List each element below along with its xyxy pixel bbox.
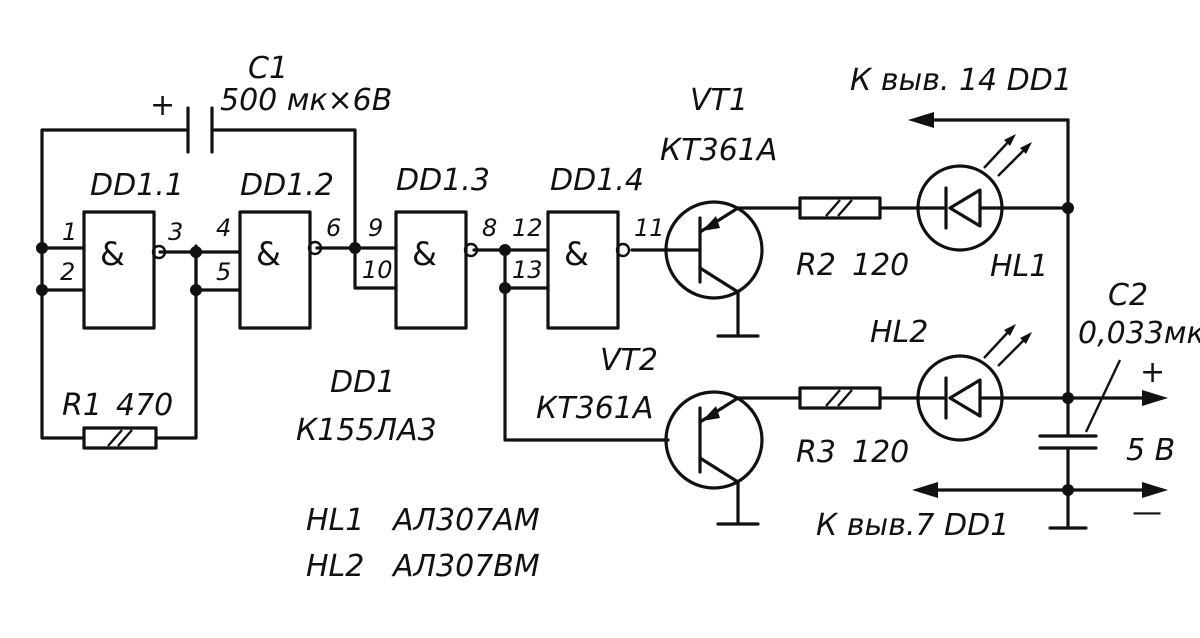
led-list-line-2: HL2 АЛ307ВМ: [306, 549, 540, 584]
label-pin14: К выв. 14 DD1: [850, 63, 1072, 98]
capacitor-c1: + C1 500 мк×6В: [150, 51, 392, 154]
c1-value: 500 мк×6В: [220, 83, 392, 118]
dd1-chip-label: DD1 К155ЛА3: [296, 365, 437, 448]
r3-ref: R3: [796, 435, 836, 470]
c2-ref: C2: [1108, 278, 1148, 313]
gate-dd1-3-symbol: &: [412, 235, 437, 273]
gate-dd1-3-pin-a: 9: [368, 214, 383, 242]
vt2-ref: VT2: [600, 343, 658, 378]
gate-dd1-3-pin-out: 8: [482, 214, 497, 242]
gate-dd1-4-symbol: &: [564, 235, 589, 273]
gate-dd1-4-pin-b: 13: [512, 256, 543, 284]
gate-dd1-3: & DD1.3 9 10 8: [362, 163, 497, 330]
arrow-heads: [908, 112, 1168, 498]
label-supply-voltage: 5 В: [1126, 433, 1175, 468]
gate-dd1-1-pin-b: 2: [60, 258, 75, 286]
gate-dd1-2-pin-out: 6: [326, 214, 341, 242]
transistor-vt1: VT1 КТ361А: [660, 83, 777, 300]
r3-value: 120: [852, 435, 909, 470]
c1-ref: C1: [248, 51, 288, 86]
r2-ref: R2: [796, 248, 836, 283]
led-hl2: HL2: [870, 315, 1032, 442]
gate-dd1-2: & DD1.2 4 5 6: [216, 168, 341, 330]
gate-dd1-1: & DD1.1 1 2 3: [60, 168, 184, 330]
gate-dd1-2-symbol: &: [256, 235, 281, 273]
resistor-r1: R1 470: [62, 388, 173, 450]
hl1-ref: HL1: [990, 249, 1048, 284]
junction-dots: [36, 202, 1074, 496]
transistor-vt2: VT2 КТ361А: [536, 343, 764, 490]
vt1-ref: VT1: [690, 83, 748, 118]
gate-dd1-4-pin-out: 11: [634, 214, 665, 242]
gate-dd1-2-pin-b: 5: [216, 258, 231, 286]
label-supply-minus: —: [1132, 495, 1162, 530]
gate-dd1-4-ref: DD1.4: [550, 163, 644, 198]
label-supply-plus: +: [1140, 355, 1165, 390]
gate-dd1-2-ref: DD1.2: [240, 168, 334, 203]
r1-ref: R1: [62, 388, 102, 423]
led-list-line-1: HL1 АЛ307АМ: [306, 503, 540, 538]
supply-labels: К выв. 14 DD1 К выв.7 DD1 + 5 В —: [816, 63, 1175, 543]
gate-dd1-2-pin-a: 4: [216, 214, 231, 242]
r1-value: 470: [116, 388, 173, 423]
dd1-ref: DD1: [330, 365, 395, 400]
resistor-r3: R3 120: [796, 386, 909, 470]
gate-dd1-1-symbol: &: [100, 235, 125, 273]
gate-dd1-3-pin-b: 10: [362, 256, 393, 284]
gate-dd1-1-pin-a: 1: [62, 218, 77, 246]
capacitor-c2: C2 0,033мк: [1038, 278, 1200, 450]
gate-dd1-4: & DD1.4 12 13 11: [512, 163, 665, 330]
gate-dd1-4-pin-a: 12: [512, 214, 543, 242]
gate-dd1-1-pin-out: 3: [168, 218, 183, 246]
c1-polarity: +: [150, 88, 175, 123]
dd1-part: К155ЛА3: [296, 413, 437, 448]
c2-value: 0,033мк: [1078, 316, 1200, 351]
gate-dd1-1-ref: DD1.1: [90, 168, 184, 203]
led-hl1: HL1: [916, 134, 1048, 284]
led-part-list: HL1 АЛ307АМ HL2 АЛ307ВМ: [306, 503, 540, 584]
hl2-ref: HL2: [870, 315, 928, 350]
label-pin7: К выв.7 DD1: [816, 508, 1009, 543]
r2-value: 120: [852, 248, 909, 283]
gate-dd1-3-ref: DD1.3: [396, 163, 490, 198]
resistor-r2: R2 120: [796, 196, 909, 283]
wires: [40, 118, 1157, 530]
vt1-part: КТ361А: [660, 133, 777, 168]
vt2-part: КТ361А: [536, 391, 653, 426]
